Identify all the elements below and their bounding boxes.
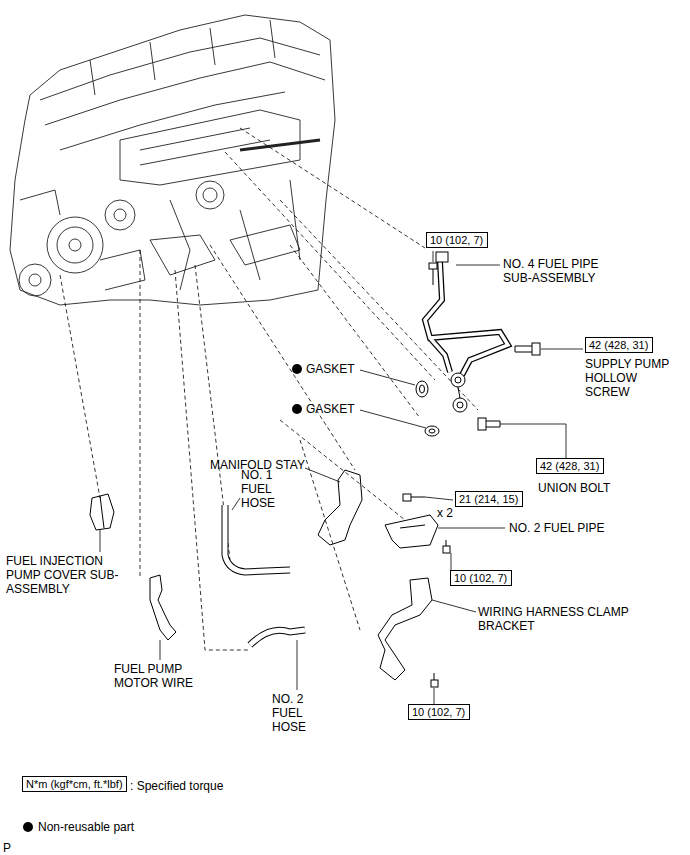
torque-box: 42 (428, 31) — [536, 458, 604, 474]
legend-swatch — [23, 822, 33, 832]
torque-box: 10 (102, 7) — [450, 570, 512, 586]
part-label: SUPPLY PUMP HOLLOW SCREW — [585, 357, 680, 399]
torque-value: 10 (102, 7) — [454, 572, 507, 584]
motor-wire — [150, 575, 176, 640]
leader-line — [100, 251, 583, 704]
fuel-pipe — [385, 515, 438, 548]
part-label: NO. 2 FUEL HOSE — [272, 692, 332, 734]
torque-box: 10 (102, 7) — [408, 704, 470, 720]
torque-box: N*m (kgf*cm, ft.*lbf) — [22, 776, 127, 792]
torque-value: 42 (428, 31) — [540, 460, 599, 472]
fuel-hose — [225, 505, 305, 645]
clamp-bracket — [378, 578, 432, 680]
non-reusable-dot — [292, 404, 302, 414]
legend-text: Non-reusable part — [38, 820, 134, 834]
part-label: FUEL INJECTION PUMP COVER SUB-ASSEMBLY — [6, 554, 136, 596]
engine-sketch — [10, 15, 335, 305]
torque-box: 21 (214, 15) — [455, 491, 523, 507]
torque-value: 10 (102, 7) — [430, 234, 483, 246]
manifold-stay — [318, 470, 362, 545]
part-label: UNION BOLT — [538, 481, 628, 495]
torque-box: 10 (102, 7) — [426, 232, 488, 248]
non-reusable-dot — [292, 364, 302, 374]
gasket — [416, 381, 439, 436]
part-label: NO. 1 FUEL HOSE — [241, 468, 301, 510]
part-label: GASKET — [306, 402, 366, 416]
torque-value: N*m (kgf*cm, ft.*lbf) — [26, 778, 123, 790]
part-label: x 2 — [437, 506, 467, 520]
part-label: P — [3, 841, 23, 855]
legend-text: : Specified torque — [130, 779, 223, 793]
torque-value: 10 (102, 7) — [412, 706, 465, 718]
part-label: FUEL PUMP MOTOR WIRE — [114, 662, 214, 690]
torque-value: 21 (214, 15) — [459, 493, 518, 505]
part-label: NO. 4 FUEL PIPE SUB-ASSEMBLY — [503, 257, 628, 285]
part-label: GASKET — [306, 362, 366, 376]
extension-line — [60, 128, 478, 650]
part-label: NO. 2 FUEL PIPE — [509, 521, 619, 535]
part-label: WIRING HARNESS CLAMP BRACKET — [478, 605, 638, 633]
torque-value: 42 (428, 31) — [589, 339, 648, 351]
torque-box: 42 (428, 31) — [585, 337, 653, 353]
pump-cover — [90, 494, 114, 530]
fuel-pipe — [425, 252, 508, 412]
